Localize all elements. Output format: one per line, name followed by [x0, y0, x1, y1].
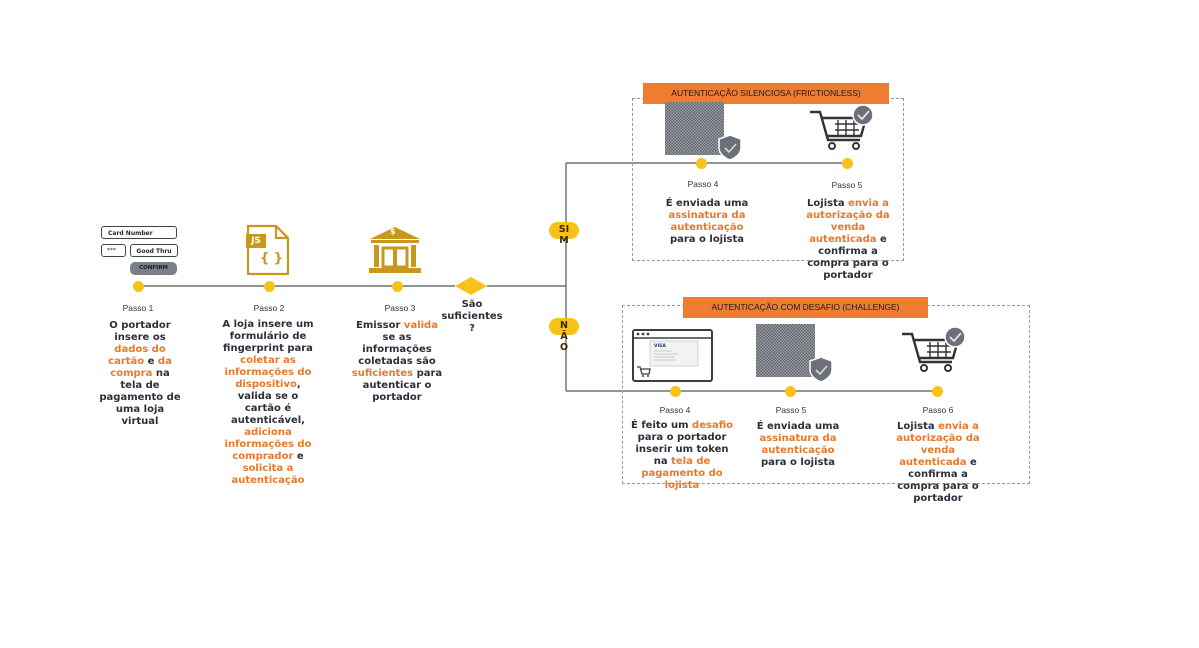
highlight-text: da compra [110, 356, 172, 379]
body-text: para o portador inserir um token na [635, 432, 729, 467]
body-text: e [144, 356, 158, 367]
body-text: É feito um [631, 420, 693, 431]
challenge-step5-description: É enviada uma assinatura da autenticação… [748, 421, 848, 469]
challenge-step6-dot [932, 386, 943, 397]
highlight-text: coletar as informações do dispositivo [224, 355, 312, 390]
highlight-text: assinatura da autenticação [668, 210, 746, 233]
challenge-step5-dot [785, 386, 796, 397]
challenge-title: AUTENTICAÇÃO COM DESAFIO (CHALLENGE) [683, 297, 928, 318]
frictionless-step4-dot [696, 158, 707, 169]
frictionless-step5-description: Lojista envia a autorização da venda aut… [800, 198, 896, 282]
cart-check-icon [900, 326, 970, 374]
body-text: e confirma a compra para o portador [897, 457, 979, 504]
highlight-text: adiciona informações do comprador [224, 427, 312, 462]
frictionless-step5-dot [842, 158, 853, 169]
payment-screen-icon: VISA [632, 329, 714, 383]
challenge-step6-label: Passo 6 [922, 405, 954, 415]
dollar-sign: $ [390, 227, 396, 236]
body-text: É enviada uma [756, 421, 840, 432]
body-text: para autenticar o portador [362, 368, 443, 403]
signed-document-icon [664, 102, 744, 162]
highlight-text: solicita a autenticação [231, 463, 305, 486]
braces-label: { } [260, 251, 284, 266]
decision-diamond [455, 277, 487, 295]
body-text: e confirma a compra para o portador [807, 234, 889, 281]
highlight-text: valida [403, 320, 438, 331]
step1-label: Passo 1 [122, 303, 154, 313]
frictionless-step5-label: Passo 5 [831, 180, 863, 190]
frictionless-step4-description: É enviada uma assinatura da autenticação… [659, 198, 755, 246]
body-text: Lojista [807, 198, 849, 209]
yes-label: SIM [558, 224, 570, 246]
body-text: A loja insere um formulário de fingerpri… [222, 319, 314, 354]
step3-dot [392, 281, 403, 292]
yes-badge: SIM [549, 222, 579, 246]
highlight-text: desafio [692, 420, 733, 431]
no-label: NÃO [559, 320, 569, 353]
highlight-text: tela de pagamento do lojista [641, 456, 723, 491]
body-text: para o lojista [669, 234, 745, 245]
good-thru-field: Good Thru [130, 244, 178, 257]
step1-dot [133, 281, 144, 292]
body-text: É enviada uma [665, 198, 749, 209]
visa-logo: VISA [654, 344, 666, 349]
step2-description: A loja insere um formulário de fingerpri… [220, 319, 316, 487]
signed-document-icon [756, 324, 836, 384]
js-file-icon: JS { } [244, 224, 292, 276]
cvv-field: *** [101, 244, 126, 257]
challenge-step4-description: É feito um desafio para o portador inser… [630, 420, 734, 492]
body-text: para o lojista [760, 457, 836, 468]
body-text: na tela de pagamento de uma loja virtual [99, 368, 181, 427]
card-number-field: Card Number [101, 226, 177, 239]
challenge-step4-label: Passo 4 [659, 405, 691, 415]
cart-check-icon [808, 104, 878, 152]
js-label: JS [246, 234, 266, 248]
body-text: Lojista [897, 421, 939, 432]
body-text: Emissor [356, 320, 404, 331]
decision-label: São suficientes ? [441, 299, 503, 334]
challenge-step4-dot [670, 386, 681, 397]
bank-icon: $ [368, 226, 422, 274]
highlight-text: dados do cartão [108, 344, 166, 367]
frictionless-title: AUTENTICAÇÃO SILENCIOSA (FRICTIONLESS) [643, 83, 889, 104]
step1-description: O portador insere os dados do cartão e d… [98, 320, 182, 428]
no-badge: NÃO [549, 318, 579, 353]
card-form-icon: Card Number *** Good Thru CONFIRM [100, 226, 180, 278]
step3-label: Passo 3 [384, 303, 416, 313]
challenge-step6-description: Lojista envia a autorização da venda aut… [890, 421, 986, 505]
confirm-button-icon: CONFIRM [130, 262, 177, 275]
step2-label: Passo 2 [253, 303, 285, 313]
highlight-text: assinatura da autenticação [759, 433, 837, 456]
body-text: O portador insere os [109, 320, 171, 343]
highlight-text: suficientes [351, 368, 414, 379]
step2-dot [264, 281, 275, 292]
body-text: e [293, 451, 304, 462]
highlight-text: envia a autorização da venda autenticada [806, 198, 890, 245]
step3-description: Emissor valida se as informações coletad… [349, 320, 445, 404]
challenge-step5-label: Passo 5 [775, 405, 807, 415]
body-text: se as informações coletadas são [358, 332, 436, 367]
frictionless-step4-label: Passo 4 [687, 179, 719, 189]
highlight-text: envia a autorização da venda autenticada [896, 421, 980, 468]
body-text: , valida se o cartão é autenticável, [231, 379, 305, 426]
